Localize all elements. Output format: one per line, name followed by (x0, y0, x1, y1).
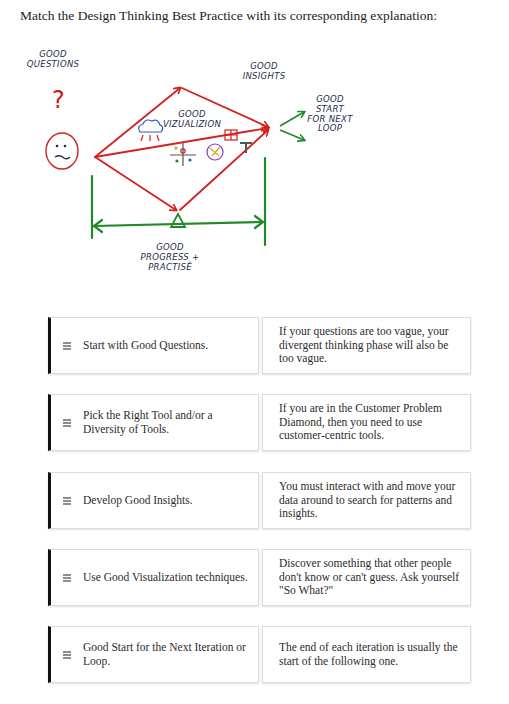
sketch-label: GOOD START FOR NEXT LOOP (306, 95, 354, 134)
card-text-group: Discover something that other people don… (279, 557, 460, 598)
page-title: Match the Design Thinking Best Practice … (20, 8, 437, 24)
card-text: If you are in the Customer Problem Diamo… (279, 402, 460, 443)
card-text: Discover something that other people don… (279, 557, 460, 598)
card-text-group: Develop Good Insights. (83, 494, 193, 508)
drag-handle (63, 497, 71, 505)
explanation-card: If you are in the Customer Problem Diamo… (262, 394, 471, 451)
card-text: If your questions are too vague, your di… (279, 325, 460, 366)
card-text-group: Use Good Visualization techniques. (83, 571, 248, 585)
card-text-group: Start with Good Questions. (83, 339, 208, 353)
sketch-label: GOOD PROGRESS + PRACTISÉ (134, 243, 206, 272)
drag-handle (63, 342, 71, 350)
card-text: Develop Good Insights. (83, 494, 193, 508)
card-text-group: If your questions are too vague, your di… (279, 325, 460, 366)
sketch-label: GOOD INSIGHTS (238, 62, 290, 82)
card-text-group: The end of each iteration is usually the… (279, 641, 460, 669)
next-loop-arrows (280, 112, 304, 140)
card-text: Good Start for the Next Iteration or Loo… (83, 641, 248, 669)
practice-card: Develop Good Insights. (48, 472, 259, 529)
practice-card: Good Start for the Next Iteration or Loo… (48, 626, 259, 683)
card-text: Start with Good Questions. (83, 339, 208, 353)
sketch-label: GOOD QUESTIONS (22, 50, 84, 70)
practice-card: Use Good Visualization techniques. (48, 549, 259, 606)
card-text-group: Good Start for the Next Iteration or Loo… (83, 641, 248, 669)
practice-card: Start with Good Questions. (48, 317, 259, 374)
explanation-card: If your questions are too vague, your di… (262, 317, 471, 374)
card-text-group: If you are in the Customer Problem Diamo… (279, 402, 460, 443)
card-text: You must interact with and move your dat… (279, 480, 460, 521)
explanation-card: You must interact with and move your dat… (262, 472, 471, 529)
practice-card: Pick the Right Tool and/or a Diversity o… (48, 394, 259, 451)
sketch-label: GOOD VIZUALIZION (158, 110, 226, 130)
diamond-arrows (95, 88, 268, 210)
drag-handle (63, 419, 71, 427)
card-text: The end of each iteration is usually the… (279, 641, 460, 669)
smiley-face (46, 133, 78, 169)
explanation-card: The end of each iteration is usually the… (262, 626, 471, 683)
drag-handle (63, 651, 71, 659)
progress-bracket (92, 158, 265, 245)
card-text-group: Pick the Right Tool and/or a Diversity o… (83, 409, 248, 437)
card-text-group: You must interact with and move your dat… (279, 480, 460, 521)
explanation-card: Discover something that other people don… (262, 549, 471, 606)
drag-handle (63, 574, 71, 582)
card-text: Pick the Right Tool and/or a Diversity o… (83, 409, 248, 437)
question-mark: ? (52, 86, 72, 114)
card-text: Use Good Visualization techniques. (83, 571, 248, 585)
